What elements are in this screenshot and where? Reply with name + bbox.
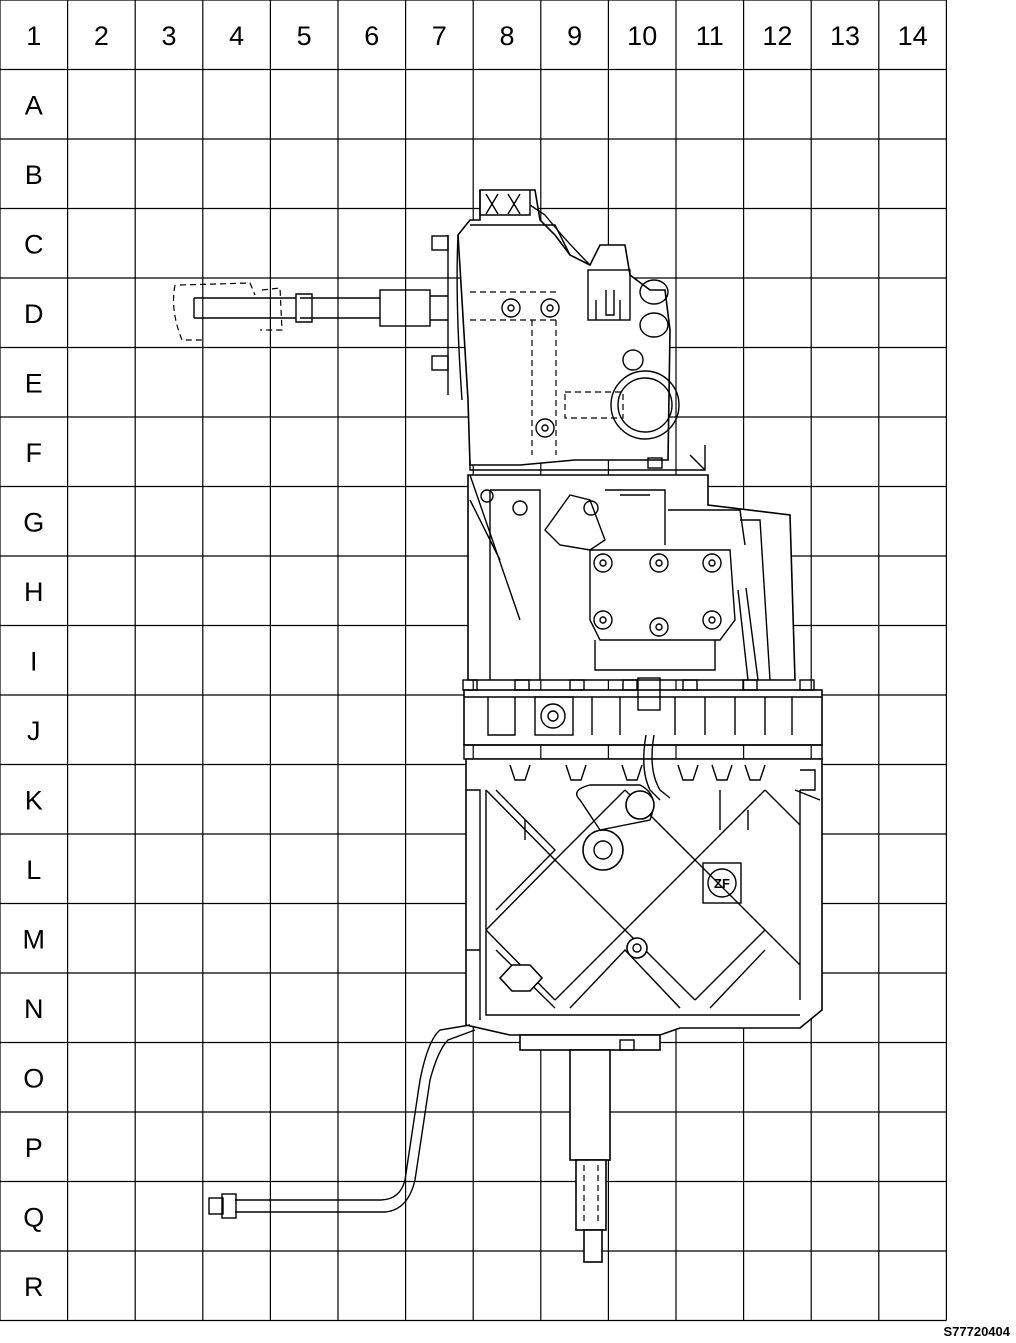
row-label: E (25, 368, 43, 398)
intermediate-housing (467, 474, 796, 681)
row-label: A (25, 90, 43, 120)
flange-band (462, 677, 823, 760)
row-label: K (25, 785, 43, 815)
column-label: 5 (297, 21, 312, 51)
breather-line (208, 1024, 476, 1219)
output-shaft (519, 1034, 661, 1263)
column-label: 3 (161, 21, 176, 51)
transmission-drawing: ZF (172, 189, 823, 1263)
column-label: 6 (364, 21, 379, 51)
drawing-reference-code: S77720404 (943, 1324, 1010, 1339)
column-label: 12 (762, 21, 792, 51)
main-gearbox-case: ZF (465, 734, 823, 1036)
column-label: 4 (229, 21, 244, 51)
column-label: 8 (499, 21, 514, 51)
column-label: 11 (696, 21, 724, 51)
row-label: M (23, 924, 46, 954)
row-label: F (26, 438, 43, 468)
shift-lever (172, 282, 448, 341)
column-label: 2 (94, 21, 109, 51)
row-label: P (25, 1133, 43, 1163)
row-label: L (26, 855, 41, 885)
row-label: Q (23, 1202, 44, 1232)
row-label: H (24, 577, 44, 607)
column-label: 9 (567, 21, 582, 51)
column-label: 1 (26, 21, 41, 51)
column-label: 7 (432, 21, 447, 51)
column-label: 10 (627, 21, 657, 51)
row-labels: A B C D E F G H I J K L M N O P Q R (23, 90, 46, 1302)
column-label: 13 (830, 21, 860, 51)
row-label: C (24, 229, 44, 259)
row-label: O (23, 1063, 44, 1093)
row-label: R (24, 1272, 44, 1302)
column-label: 14 (898, 21, 928, 51)
row-label: G (23, 507, 44, 537)
row-label: B (25, 160, 43, 190)
row-label: D (24, 299, 44, 329)
row-label: J (27, 716, 41, 746)
row-label: I (30, 646, 38, 676)
row-label: N (24, 994, 44, 1024)
zf-logo-text: ZF (714, 876, 730, 891)
shift-tower-housing (431, 189, 706, 471)
